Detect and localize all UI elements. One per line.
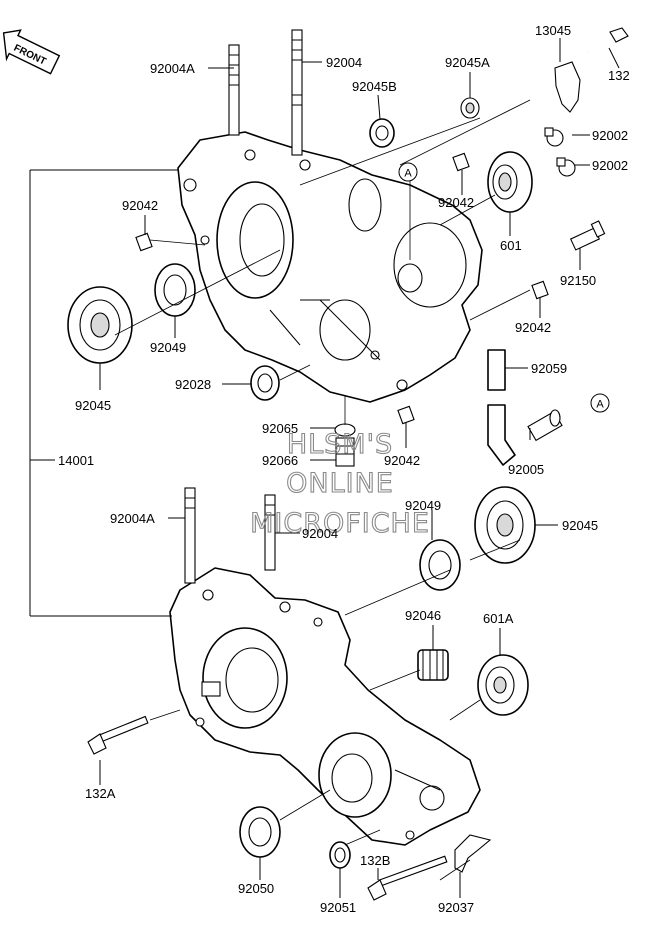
oil-seal-92051 [329,841,351,869]
label-92045B: 92045B [352,79,397,94]
stud-92004A-top [228,44,240,136]
label-92002-a: 92002 [592,128,628,143]
label-132A: 132A [85,786,116,801]
clamp-92037 [454,834,492,873]
label-92002-b: 92002 [592,158,628,173]
label-92004A-low: 92004A [110,511,155,526]
label-92045-left: 92045 [75,398,111,413]
oil-seal-92050 [239,806,281,858]
needle-bearing-92046 [417,649,449,681]
stud-92004-top [291,29,303,156]
bolt-132 [587,27,629,54]
label-92045-low: 92045 [562,518,598,533]
bearing-92045B [369,118,395,148]
watermark-line-1: HLSM'S [287,429,393,460]
lower-crankcase-half [169,567,481,846]
label-92028: 92028 [175,377,211,392]
bearing-92045-low [474,486,536,564]
oil-seal-92049-low [419,539,461,591]
label-92049-top: 92049 [150,340,186,355]
bearing-92045A [460,97,480,119]
label-92042-right: 92042 [515,320,551,335]
bearing-601A [477,654,529,716]
dowel-92042-low [397,405,415,425]
watermark-line-2: ONLINE [286,468,394,499]
label-92004-top: 92004 [326,55,362,70]
label-92045A: 92045A [445,55,490,70]
callout-a-upper: A [398,162,418,182]
label-92042-low: 92042 [384,453,420,468]
label-92059: 92059 [531,361,567,376]
label-92042-left: 92042 [122,198,158,213]
label-14001: 14001 [58,453,94,468]
label-13045: 13045 [535,23,571,38]
label-92050: 92050 [238,881,274,896]
bolt-132B [367,855,448,901]
label-92046: 92046 [405,608,441,623]
washer-92002-a [544,127,564,147]
front-arrow-icon: FRONT [2,29,61,75]
label-92049-low: 92049 [405,498,441,513]
leader-lines [29,38,620,898]
bolt-132A [87,715,149,755]
label-601: 601 [500,238,522,253]
label-601A: 601A [483,611,514,626]
label-92150: 92150 [560,273,596,288]
label-132: 132 [608,68,630,83]
watermark: HLSM'S ONLINE MICROFICHE [250,428,430,539]
upper-crankcase-half [177,131,483,403]
bearing-92045-left [67,286,133,364]
dowel-92042-right [531,280,549,300]
stud-92004A-low [184,487,196,584]
label-132B: 132B [360,853,390,868]
part-labels: 13045 132 92004A 92004 92045A 92045B 920… [58,23,630,915]
oil-seal-92049-top [154,263,196,317]
callout-a-lower: A [590,393,610,413]
label-92005: 92005 [508,462,544,477]
callout-a-upper-text: A [404,168,412,180]
collar-92028 [250,365,280,401]
label-92042-mid: 92042 [438,195,474,210]
drain-plug-92066 [335,437,355,467]
label-92066: 92066 [262,453,298,468]
washer-92002-b [556,157,576,177]
dowel-92042-left [135,232,153,252]
label-92051: 92051 [320,900,356,915]
label-92004A-top: 92004A [150,61,195,76]
watermark-line-3: MICROFICHE [250,508,430,539]
label-92037: 92037 [438,900,474,915]
bracket-13045 [554,61,581,113]
hose-92059 [487,349,516,466]
fitting-92005 [527,409,563,442]
bearing-601 [487,151,533,213]
label-92004-low: 92004 [302,526,338,541]
dowel-92042-mid [452,152,470,172]
fitting-92150 [569,220,606,251]
callout-a-lower-text: A [596,399,604,411]
label-92065: 92065 [262,421,298,436]
alignment-lines [114,99,531,881]
